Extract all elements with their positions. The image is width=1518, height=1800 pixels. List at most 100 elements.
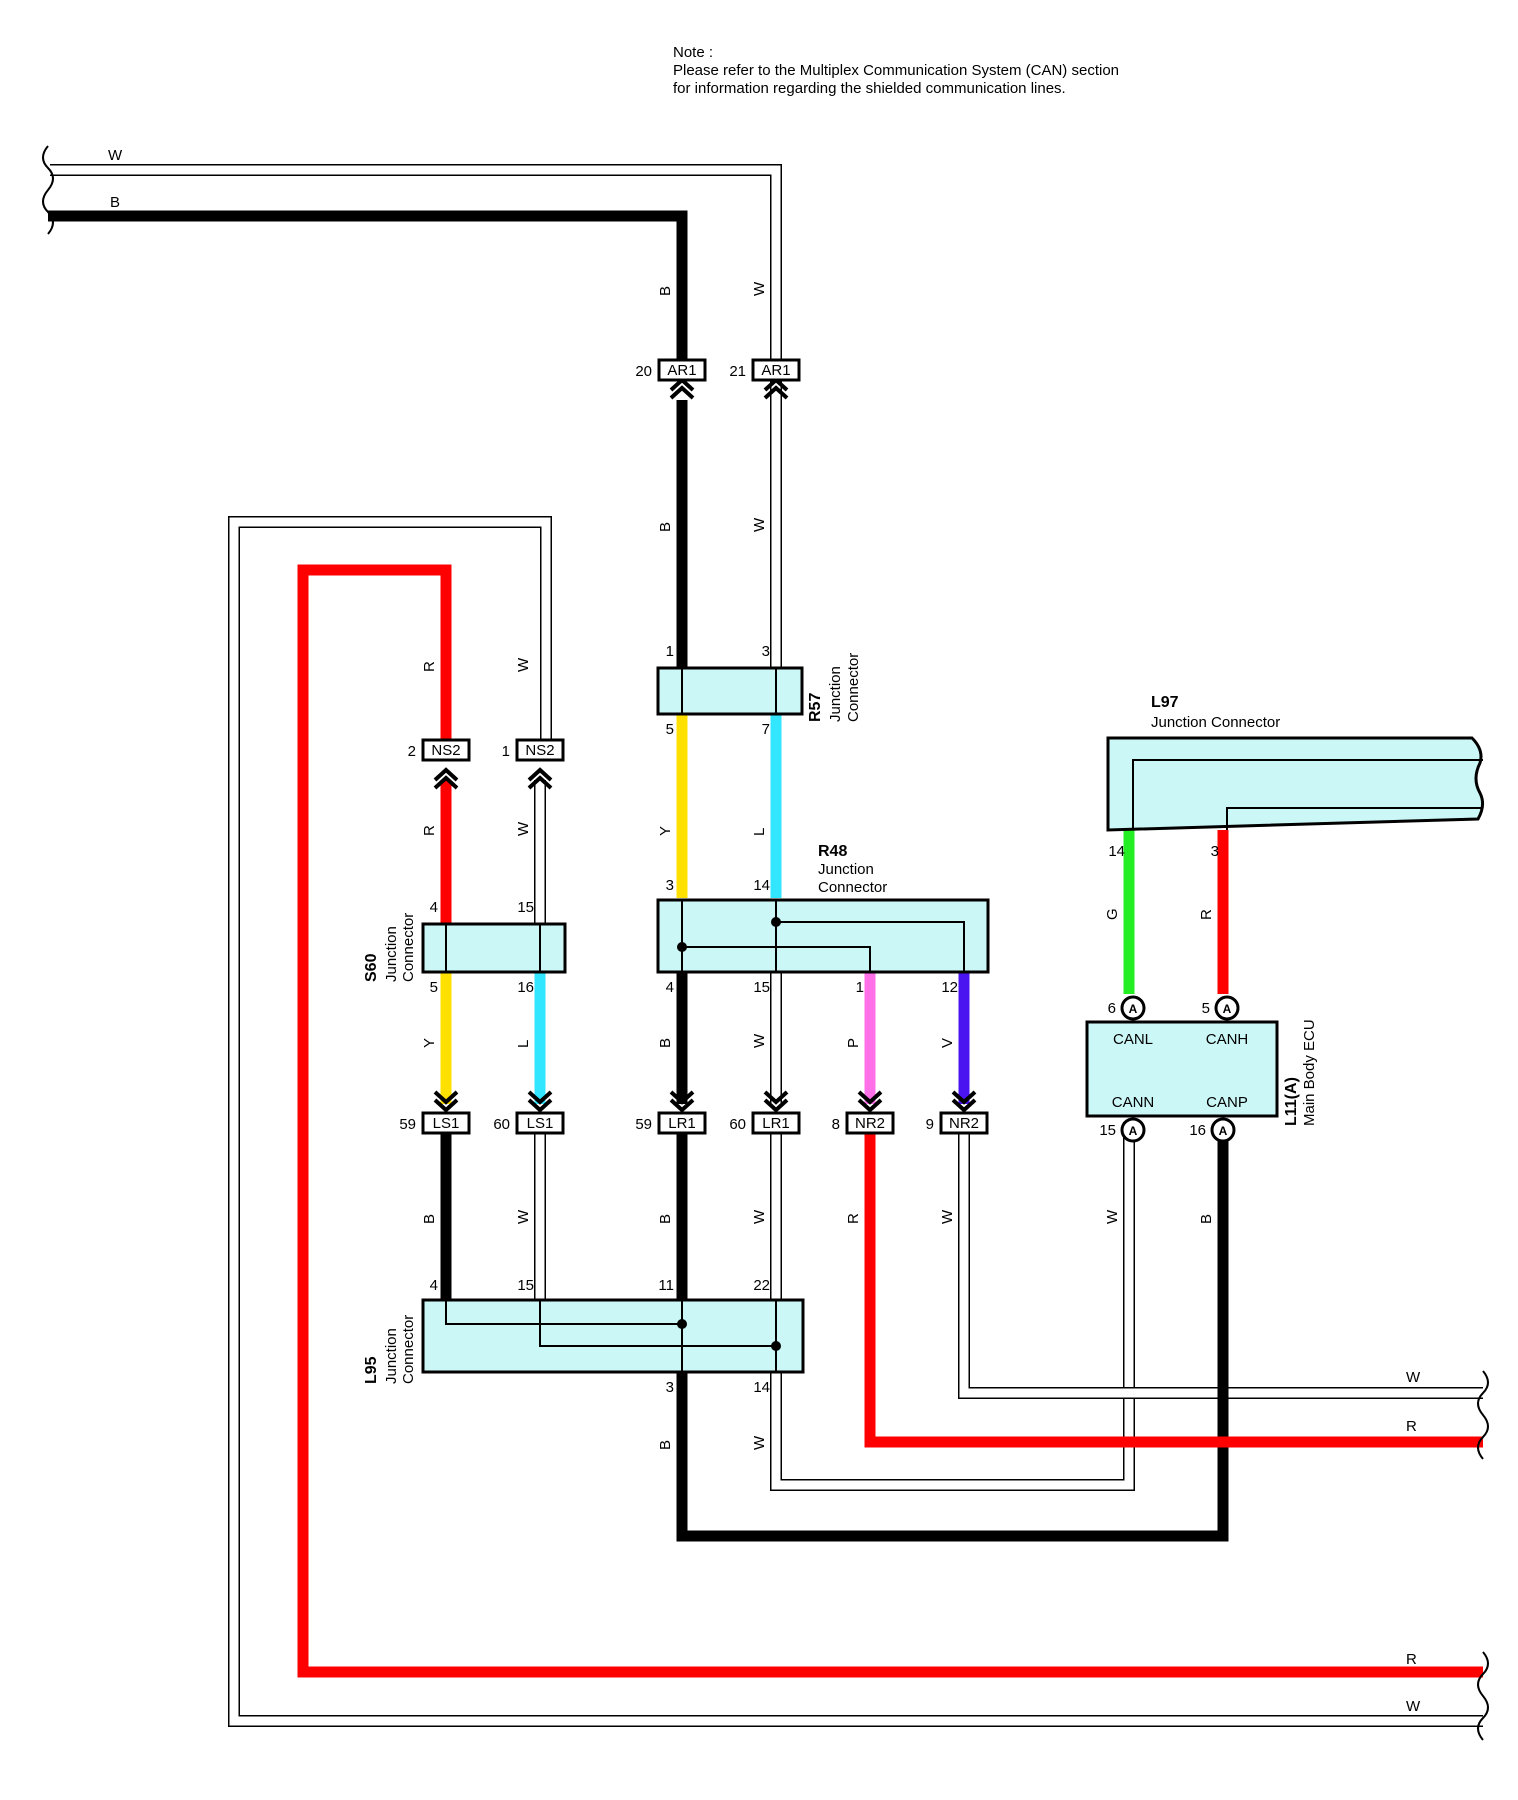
pin-number: 4 [430, 1277, 438, 1294]
connector-code: NS2 [525, 742, 554, 759]
connector-letter: A [1223, 1002, 1232, 1016]
wire-label: W [1104, 1209, 1121, 1224]
ecu-pin-canh: CANH [1206, 1031, 1249, 1048]
connector-code: AR1 [667, 362, 696, 379]
pin-number: 16 [517, 979, 534, 996]
wire-label: B [657, 286, 674, 296]
break-mark-right-bottom [1477, 1651, 1489, 1741]
pin-number: 20 [635, 363, 652, 380]
component-id: L97 [1151, 694, 1179, 711]
connector-code: NR2 [949, 1115, 979, 1132]
pin-number: 1 [666, 643, 674, 660]
connector-nr2-8: NR2 8 [832, 1090, 895, 1135]
pin-number: 1 [856, 979, 864, 996]
pin-number: 60 [729, 1116, 746, 1133]
wire-label: V [939, 1038, 956, 1048]
connector-ls1-60: LS1 60 [493, 1090, 565, 1135]
wire-label: W [515, 1209, 532, 1224]
wire-label: W [751, 281, 768, 296]
note: Note : Please refer to the Multiplex Com… [673, 44, 1119, 97]
connector-code: LS1 [433, 1115, 460, 1132]
wire-label: W [108, 147, 123, 164]
pin-number: 11 [658, 1277, 674, 1294]
wire-r-left-loop [297, 564, 1483, 1678]
wire-color-labels: W B B W B W R W R W Y L Y L B W P V G R … [108, 147, 1421, 1715]
wire-label: R [421, 661, 438, 672]
connector-code: LR1 [668, 1115, 696, 1132]
wire-label: W [939, 1209, 956, 1224]
wire-b-l95-ecu-canp [676, 1122, 1229, 1542]
pin-number: 59 [635, 1116, 652, 1133]
colored-wires [48, 210, 1483, 1678]
pin-number: 15 [517, 1277, 534, 1294]
pin-number: 6 [1108, 1000, 1116, 1017]
wire-w-top [50, 164, 782, 378]
wire-label: W [751, 1033, 768, 1048]
pin-number: 14 [753, 1379, 770, 1396]
pin-number: 9 [926, 1116, 934, 1133]
pin-number: 4 [430, 899, 438, 916]
component-desc: Junction [818, 861, 874, 878]
connector-lr1-59: LR1 59 [635, 1090, 707, 1135]
wire-label: B [657, 1214, 674, 1224]
pin-number: 7 [762, 721, 770, 738]
component-desc: Connector [400, 913, 417, 982]
pin-number: 3 [666, 877, 674, 894]
wire-label: G [1104, 908, 1121, 920]
l95-junction-connector: 4 15 11 22 3 14 L95 Junction Connector [363, 1277, 805, 1396]
wire-label: R [421, 825, 438, 836]
connector-ns2-2: NS2 2 [408, 738, 471, 790]
pin-number: 5 [666, 721, 674, 738]
pin-number: 14 [1108, 843, 1125, 860]
component-desc: Junction Connector [1151, 714, 1280, 731]
wire-label: W [751, 1435, 768, 1450]
connector-ls1-59: LS1 59 [399, 1090, 471, 1135]
wire-w-nr2-right [958, 1134, 1483, 1399]
wire-label: W [1406, 1698, 1421, 1715]
r48-junction-connector: R48 Junction Connector 3 14 4 15 1 12 [656, 843, 990, 996]
connector-letter: A [1219, 1124, 1228, 1138]
ecu-terminal-6: A 6 [1108, 995, 1146, 1021]
break-mark-right-mid [1477, 1370, 1489, 1460]
connector-code: AR1 [761, 362, 790, 379]
pin-number: 21 [729, 363, 746, 380]
ecu-terminal-15: A 15 [1099, 1117, 1146, 1143]
connector-letter: A [1129, 1002, 1138, 1016]
component-desc: Main Body ECU [1301, 1019, 1318, 1126]
wire-label: B [1198, 1214, 1215, 1224]
component-id: S60 [363, 953, 380, 982]
wire-label: Y [421, 1038, 438, 1048]
connector-code: LR1 [762, 1115, 790, 1132]
component-id: L95 [363, 1356, 380, 1384]
wire-label: B [657, 1038, 674, 1048]
wire-label: B [110, 194, 120, 211]
component-desc: Junction [383, 926, 400, 982]
wire-w-left-loop [228, 516, 1483, 1727]
pin-number: 12 [941, 979, 958, 996]
wire-label: B [657, 522, 674, 532]
pin-number: 22 [753, 1277, 770, 1294]
main-body-ecu: CANL CANH CANN CANP A 6 A 5 A 15 A 16 L1… [1085, 995, 1318, 1143]
l97-junction-connector: L97 Junction Connector 14 3 [1106, 694, 1485, 860]
wire-label: W [751, 517, 768, 532]
component-id: R57 [807, 693, 824, 722]
component-desc: Connector [400, 1315, 417, 1384]
component-id: R48 [818, 843, 847, 860]
pin-number: 3 [762, 643, 770, 660]
wire-label: L [515, 1040, 532, 1048]
connector-code: NS2 [431, 742, 460, 759]
wire-label: R [1198, 909, 1215, 920]
pin-number: 5 [1202, 1000, 1210, 1017]
connector-letter: A [1129, 1124, 1138, 1138]
s60-junction-connector: 4 15 5 16 S60 Junction Connector [363, 899, 567, 996]
wire-label: R [845, 1213, 862, 1224]
ecu-terminal-5: A 5 [1202, 995, 1240, 1021]
connector-nr2-9: NR2 9 [926, 1090, 989, 1135]
connector-ns2-1: NS2 1 [502, 738, 565, 790]
pin-number: 3 [1211, 843, 1219, 860]
white-wires [50, 164, 1483, 1727]
pin-number: 3 [666, 1379, 674, 1396]
wire-label: B [657, 1440, 674, 1450]
wire-label: W [751, 1209, 768, 1224]
component-id: L11(A) [1283, 1077, 1300, 1126]
